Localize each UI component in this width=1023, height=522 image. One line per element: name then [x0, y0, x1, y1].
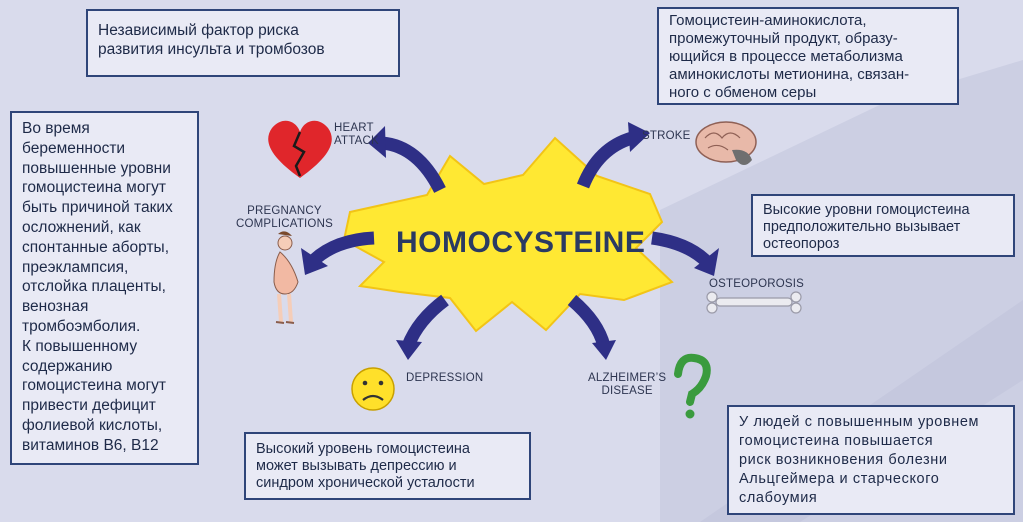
- sad-face-icon: [351, 367, 395, 411]
- arrowhead-alzheimers: [592, 340, 616, 360]
- label-alzheimers-disease: ALZHEIMER’S DISEASE: [588, 372, 667, 397]
- pregnant-woman-icon: [273, 231, 299, 324]
- label-depression: DEPRESSION: [406, 372, 484, 384]
- note-homocysteine-definition: Гомоцистеин-аминокислота, промежуточный …: [657, 7, 959, 105]
- arrowhead-osteoporosis: [694, 248, 719, 276]
- note-osteoporosis: Высокие уровни гомоцистеина предположите…: [751, 194, 1015, 257]
- question-mark-icon: [674, 353, 711, 419]
- broken-heart-icon: [268, 120, 332, 178]
- brain-icon: [695, 121, 757, 165]
- center-label: HOMOCYSTEINE: [396, 226, 646, 259]
- note-alzheimers-dementia: У людей с повышенным уровнем гомоцистеин…: [727, 405, 1015, 515]
- label-stroke: STROKE: [642, 130, 691, 142]
- center-star-burst: [342, 136, 674, 333]
- note-stroke-thrombosis-risk: Независимый фактор риска развития инсуль…: [86, 9, 400, 77]
- arrowhead-pregnancy: [301, 248, 328, 275]
- arrow-to-osteoporosis: [650, 231, 712, 267]
- arrow-to-stroke: [576, 131, 635, 189]
- label-osteoporosis: OSTEOPOROSIS: [709, 278, 805, 290]
- label-pregnancy-complications: PREGNANCY COMPLICATIONS: [236, 205, 333, 230]
- bone-icon: [706, 291, 802, 314]
- arrow-to-heart-attack: [381, 136, 446, 194]
- arrowhead-depression: [396, 340, 422, 360]
- note-depression-fatigue: Высокий уровень гомоцистеина может вызыв…: [244, 432, 531, 500]
- arrow-to-depression: [401, 294, 449, 349]
- arrowhead-heart-attack: [368, 126, 386, 158]
- arrow-to-alzheimers: [567, 295, 611, 348]
- note-pregnancy-complications: Во время беременности повышенные уровни …: [10, 111, 199, 465]
- label-heart-attack: HEART ATTACK: [334, 122, 379, 147]
- arrowhead-stroke: [628, 122, 650, 152]
- arrow-to-pregnancy: [307, 231, 375, 267]
